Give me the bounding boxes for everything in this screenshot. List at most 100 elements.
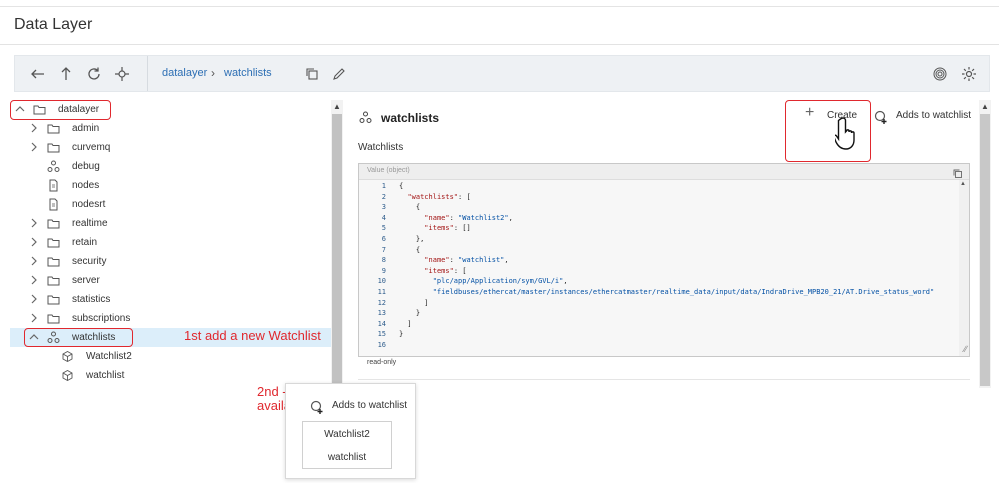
chevron-right-icon[interactable] <box>28 122 40 134</box>
edit-pencil-icon[interactable] <box>330 65 348 83</box>
chevron-right-icon[interactable] <box>28 255 40 267</box>
breadcrumb-watchlists[interactable]: watchlists <box>224 67 272 79</box>
scroll-up-icon[interactable]: ▲ <box>960 181 966 187</box>
scroll-up-icon[interactable]: ▲ <box>333 102 341 111</box>
tree-item-label: curvemq <box>72 142 111 153</box>
chevron-up-icon[interactable] <box>28 331 40 343</box>
chevron-right-icon[interactable] <box>28 236 40 248</box>
code-text: }, <box>399 235 425 243</box>
up-arrow-icon[interactable] <box>57 65 75 83</box>
annotation-highlight-create <box>785 100 871 162</box>
cube-icon <box>61 369 74 382</box>
folder-icon <box>47 312 60 325</box>
code-line: 15} <box>359 330 957 341</box>
scrollbar-thumb[interactable] <box>980 114 990 386</box>
watchlist-option[interactable]: Watchlist2 <box>324 429 370 440</box>
folder-icon <box>47 141 60 154</box>
code-text: ] <box>399 319 412 328</box>
adds-to-watchlist-button[interactable]: Adds to watchlist <box>896 110 972 121</box>
chevron-up-icon[interactable] <box>14 103 26 115</box>
watchlist-option[interactable]: watchlist <box>327 452 367 463</box>
line-number: 14 <box>377 319 386 328</box>
json-editor[interactable]: Value (object) 1{2 "watchlists": [3 {4 "… <box>358 163 970 357</box>
code-line: 7 { <box>359 246 957 257</box>
title-divider <box>0 44 999 45</box>
tree-item-datalayer[interactable]: datalayer <box>10 100 332 119</box>
tree-item-server[interactable]: server <box>10 271 332 290</box>
code-area[interactable]: 1{2 "watchlists": [3 {4 "name": "Watchli… <box>359 182 957 358</box>
editor-header: Value (object) <box>359 164 969 180</box>
chevron-right-icon[interactable] <box>28 141 40 153</box>
scroll-up-icon[interactable]: ▲ <box>981 102 989 111</box>
line-number: 1 <box>381 182 386 190</box>
folder-icon <box>47 217 60 230</box>
code-line: 1{ <box>359 182 957 193</box>
tree-item-watchlist[interactable]: watchlist <box>10 366 332 385</box>
chevron-right-icon[interactable] <box>28 293 40 305</box>
tree-item-retain[interactable]: retain <box>10 233 332 252</box>
detail-panel: watchlists + Create Adds to watchlist Wa… <box>345 100 999 390</box>
tree-item-realtime[interactable]: realtime <box>10 214 332 233</box>
line-number: 13 <box>377 309 386 318</box>
refresh-icon[interactable] <box>85 65 103 83</box>
section-label: Watchlists <box>358 142 404 153</box>
chevron-right-icon[interactable] <box>28 217 40 229</box>
code-line: 3 { <box>359 203 957 214</box>
code-text: "name": "Watchlist2", <box>424 213 513 222</box>
folder-icon <box>47 255 60 268</box>
tree-panel: datalayer admin curvemq debug nodes node… <box>10 100 332 390</box>
chevron-right-icon[interactable] <box>28 312 40 324</box>
code-text: "plc/app/Application/sym/GVL/i", <box>432 277 568 286</box>
code-line: 11 "fieldbuses/ethercat/master/instances… <box>359 288 957 299</box>
tree-item-label: debug <box>72 161 100 172</box>
code-line: 4 "name": "Watchlist2", <box>359 214 957 225</box>
app-title: Data Layer <box>14 16 93 33</box>
popup-title[interactable]: Adds to watchlist <box>332 400 408 411</box>
line-number: 8 <box>381 256 386 265</box>
tree-item-label: datalayer <box>58 104 100 115</box>
detail-title: watchlists <box>381 111 440 125</box>
tree-item-label: statistics <box>72 294 111 305</box>
add-watchlist-icon[interactable] <box>874 110 888 124</box>
add-watchlist-icon[interactable] <box>310 400 324 414</box>
scrollbar-thumb[interactable] <box>332 114 342 384</box>
breadcrumb-datalayer[interactable]: datalayer <box>162 67 208 79</box>
toolbar-divider <box>147 56 148 91</box>
tree-item-subscriptions[interactable]: subscriptions <box>10 309 332 328</box>
locate-icon[interactable] <box>113 65 131 83</box>
detail-scrollbar[interactable]: ▲ <box>979 100 991 388</box>
tree-item-nodes[interactable]: nodes <box>10 176 332 195</box>
resize-handle-icon[interactable]: ∕∕ <box>963 344 967 354</box>
tree-item-security[interactable]: security <box>10 252 332 271</box>
create-button[interactable]: Create <box>827 110 858 121</box>
folder-icon <box>47 274 60 287</box>
copy-icon[interactable] <box>303 65 321 83</box>
tree-item-curvemq[interactable]: curvemq <box>10 138 332 157</box>
tree-item-nodesrt[interactable]: nodesrt <box>10 195 332 214</box>
tree-item-debug[interactable]: debug <box>10 157 332 176</box>
tree-item-label: watchlist <box>86 370 125 381</box>
plus-icon[interactable]: + <box>805 104 815 121</box>
copy-icon[interactable] <box>952 166 963 178</box>
editor-scrollbar[interactable]: ▲ <box>959 180 969 356</box>
settings-gear-icon[interactable] <box>960 65 978 83</box>
watchlist-options: Watchlist2 watchlist <box>302 421 392 469</box>
fingerprint-icon[interactable] <box>931 65 949 83</box>
tree-item-watchlists[interactable]: watchlists <box>10 328 332 347</box>
cube-icon <box>61 350 74 363</box>
code-text: { <box>399 203 421 212</box>
panel-divider <box>358 379 970 380</box>
editor-title: Value (object) <box>367 167 410 174</box>
document-icon <box>47 198 60 211</box>
tree-item-admin[interactable]: admin <box>10 119 332 138</box>
chevron-right-icon[interactable] <box>28 274 40 286</box>
tree-item-watchlist2[interactable]: Watchlist2 <box>10 347 332 366</box>
code-line: 6 }, <box>359 235 957 246</box>
tree-scrollbar[interactable]: ▲ <box>331 100 343 390</box>
tree-item-label: server <box>72 275 100 286</box>
back-arrow-icon[interactable] <box>29 65 47 83</box>
tree-item-label: realtime <box>72 218 108 229</box>
nodes-icon <box>47 160 60 173</box>
tree-item-statistics[interactable]: statistics <box>10 290 332 309</box>
line-number: 16 <box>377 341 386 349</box>
